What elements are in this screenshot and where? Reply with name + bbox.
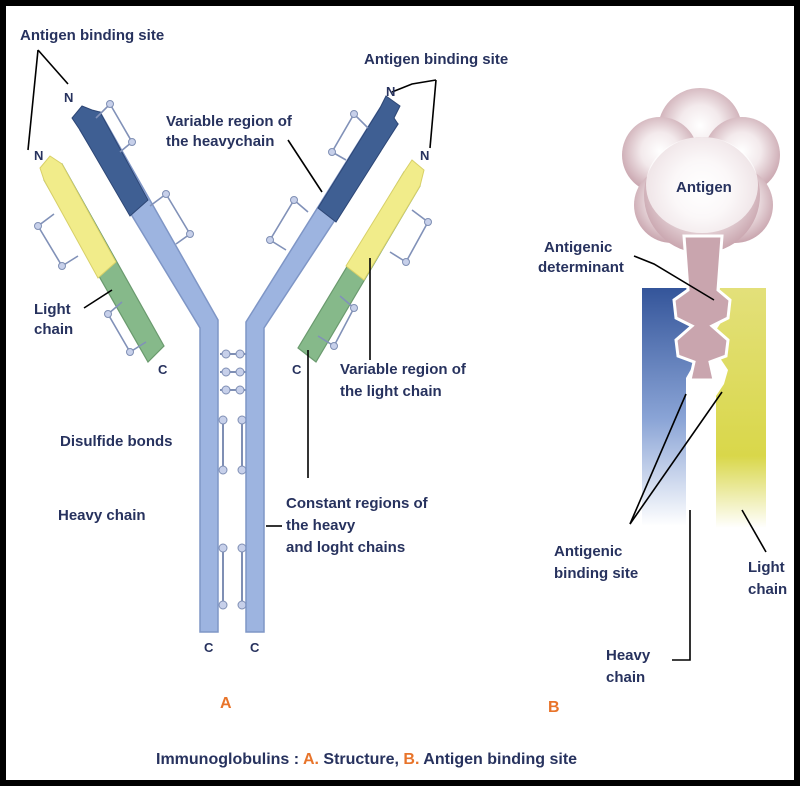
label-variable-heavy-line1: Variable region of: [166, 113, 293, 130]
caption-b-text: Antigen binding site: [419, 751, 577, 768]
label-antigen: Antigen: [676, 179, 732, 196]
label-variable-light-line1: Variable region of: [340, 361, 467, 378]
label-n-light-left: N: [34, 148, 43, 163]
label-c-heavy-left: C: [204, 640, 214, 655]
label-variable-heavy-line2: the heavychain: [166, 133, 274, 150]
label-antigenic-determinant-line1: Antigenic: [544, 239, 612, 256]
caption: Immunoglobulins : A. Structure, B. Antig…: [156, 751, 577, 768]
label-heavy-chain-b-line1: Heavy: [606, 647, 651, 664]
antigenic-determinant: [674, 236, 730, 380]
label-antigenic-binding-line2: binding site: [554, 565, 638, 582]
label-c-heavy-right: C: [250, 640, 260, 655]
label-light-chain-b-line1: Light: [748, 559, 785, 576]
label-n-heavy-left: N: [64, 90, 73, 105]
label-antigen-binding-site-right: Antigen binding site: [364, 51, 508, 68]
label-variable-light-line2: the light chain: [340, 383, 442, 400]
caption-a-letter: A.: [303, 751, 319, 768]
heavy-chain-left: [72, 106, 218, 632]
label-c-light-left: C: [158, 362, 168, 377]
label-light-chain-line1: Light: [34, 301, 71, 318]
label-n-heavy-right: N: [386, 84, 395, 99]
light-chain-block: [716, 288, 766, 528]
label-antigenic-binding-line1: Antigenic: [554, 543, 622, 560]
caption-a-text: Structure,: [319, 751, 403, 768]
label-c-light-right: C: [292, 362, 302, 377]
label-n-light-right: N: [420, 148, 429, 163]
label-light-chain-b-line2: chain: [748, 581, 787, 598]
caption-b-letter: B.: [403, 751, 419, 768]
label-constant-line2: the heavy: [286, 517, 356, 534]
label-constant-line3: and loght chains: [286, 539, 405, 556]
immunoglobulin-diagram: Antigen binding site Antigen binding sit…: [6, 6, 794, 780]
disulfide-bridges: [219, 350, 246, 609]
label-antigenic-determinant-line2: determinant: [538, 259, 624, 276]
panel-letter-a: A: [220, 695, 232, 712]
antibody-structure: Antigen binding site Antigen binding sit…: [20, 27, 508, 712]
label-antigen-binding-site-left: Antigen binding site: [20, 27, 164, 44]
caption-prefix: Immunoglobulins :: [156, 751, 303, 768]
label-disulfide-bonds: Disulfide bonds: [60, 433, 173, 450]
label-heavy-chain-b-line2: chain: [606, 669, 645, 686]
label-constant-line1: Constant regions of: [286, 495, 429, 512]
label-light-chain-line2: chain: [34, 321, 73, 338]
antigen-binding-diagram: Antigen Antigenic determinant Antigenic …: [538, 88, 787, 716]
panel-letter-b: B: [548, 699, 560, 716]
label-heavy-chain: Heavy chain: [58, 507, 146, 524]
